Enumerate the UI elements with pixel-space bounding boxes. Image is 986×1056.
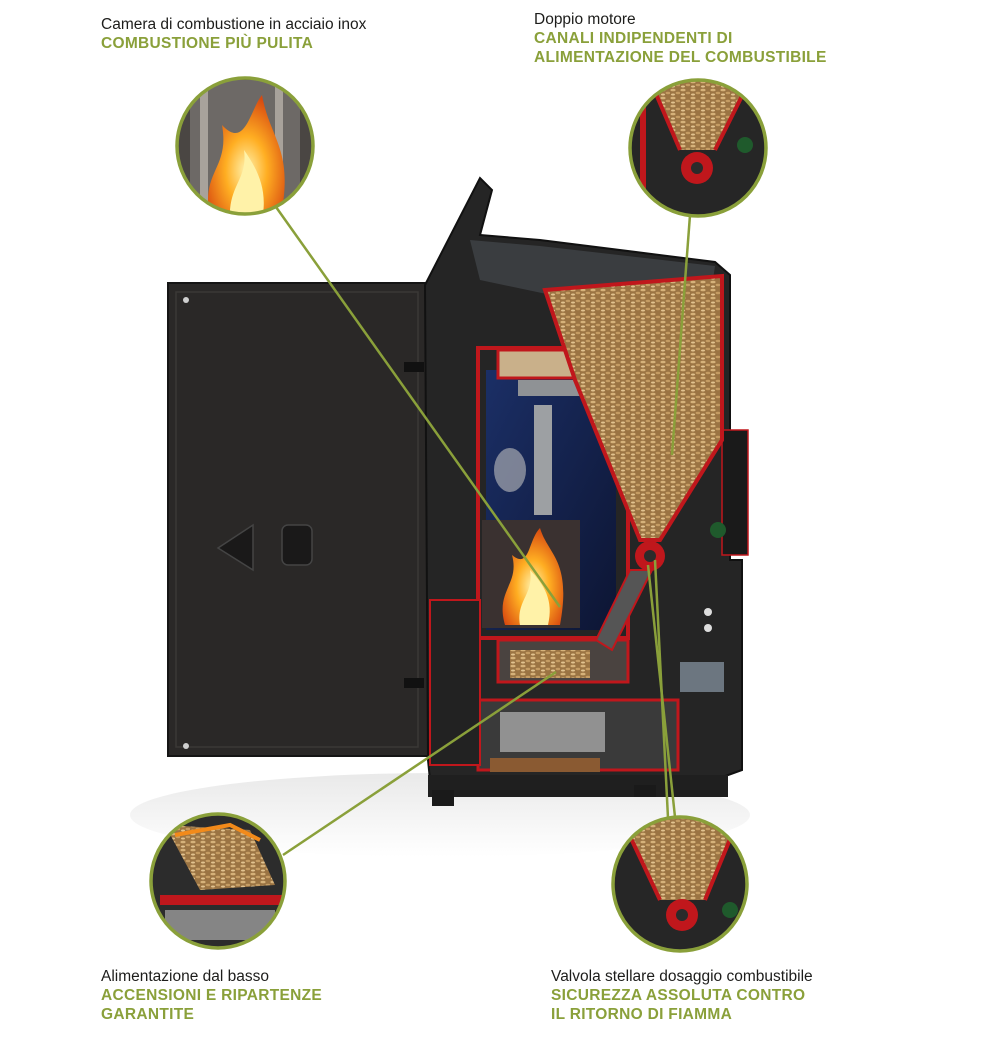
callout-combustion-chamber: Camera di combustione in acciaio inox CO… xyxy=(101,16,366,54)
callout-lines xyxy=(274,206,692,857)
callout-double-motor: Doppio motore CANALI INDIPENDENTI DI ALI… xyxy=(534,11,827,68)
callout-headline-line-2: GARANTITE xyxy=(101,1005,195,1023)
callout-subtitle: Camera di combustione in acciaio inox xyxy=(101,16,367,33)
pellet-hopper xyxy=(542,273,724,652)
callout-bottom-feed: Alimentazione dal basso ACCENSIONI E RIP… xyxy=(101,968,322,1025)
callout-headline: COMBUSTIONE PIÙ PULITA xyxy=(101,34,314,52)
callout-headline-line-1: CANALI INDIPENDENTI DI xyxy=(534,29,733,47)
callout-subtitle: Valvola stellare dosaggio combustibile xyxy=(551,968,813,985)
pellet-feed-detail xyxy=(149,812,287,950)
star-valve-detail xyxy=(611,815,749,953)
callout-subtitle: Doppio motore xyxy=(534,11,636,28)
callout-star-valve: Valvola stellare dosaggio combustibile S… xyxy=(551,968,813,1025)
callout-headline-line-1: ACCENSIONI E RIPARTENZE xyxy=(101,986,323,1004)
callout-headline-line-2: IL RITORNO DI FIAMMA xyxy=(551,1005,733,1023)
callout-headline-line-2: ALIMENTAZIONE DEL COMBUSTIBILE xyxy=(534,48,827,66)
stove-door xyxy=(167,282,429,757)
pellet-hopper-detail xyxy=(628,78,768,218)
callout-headline-line-1: SICUREZZA ASSOLUTA CONTRO xyxy=(551,986,806,1004)
flame-detail xyxy=(175,76,315,216)
callout-subtitle: Alimentazione dal basso xyxy=(101,968,270,985)
